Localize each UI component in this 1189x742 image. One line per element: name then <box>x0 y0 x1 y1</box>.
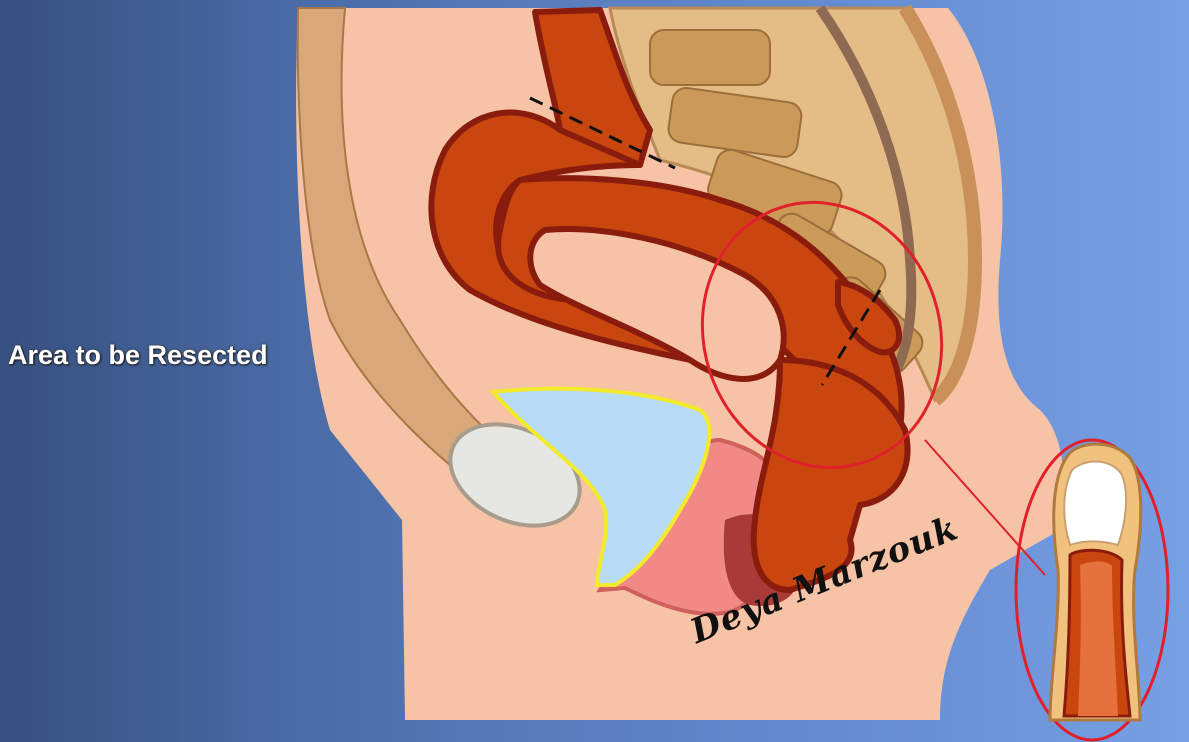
inset-bowel-section <box>1050 444 1141 720</box>
resection-caption: Area to be Resected <box>8 340 268 371</box>
